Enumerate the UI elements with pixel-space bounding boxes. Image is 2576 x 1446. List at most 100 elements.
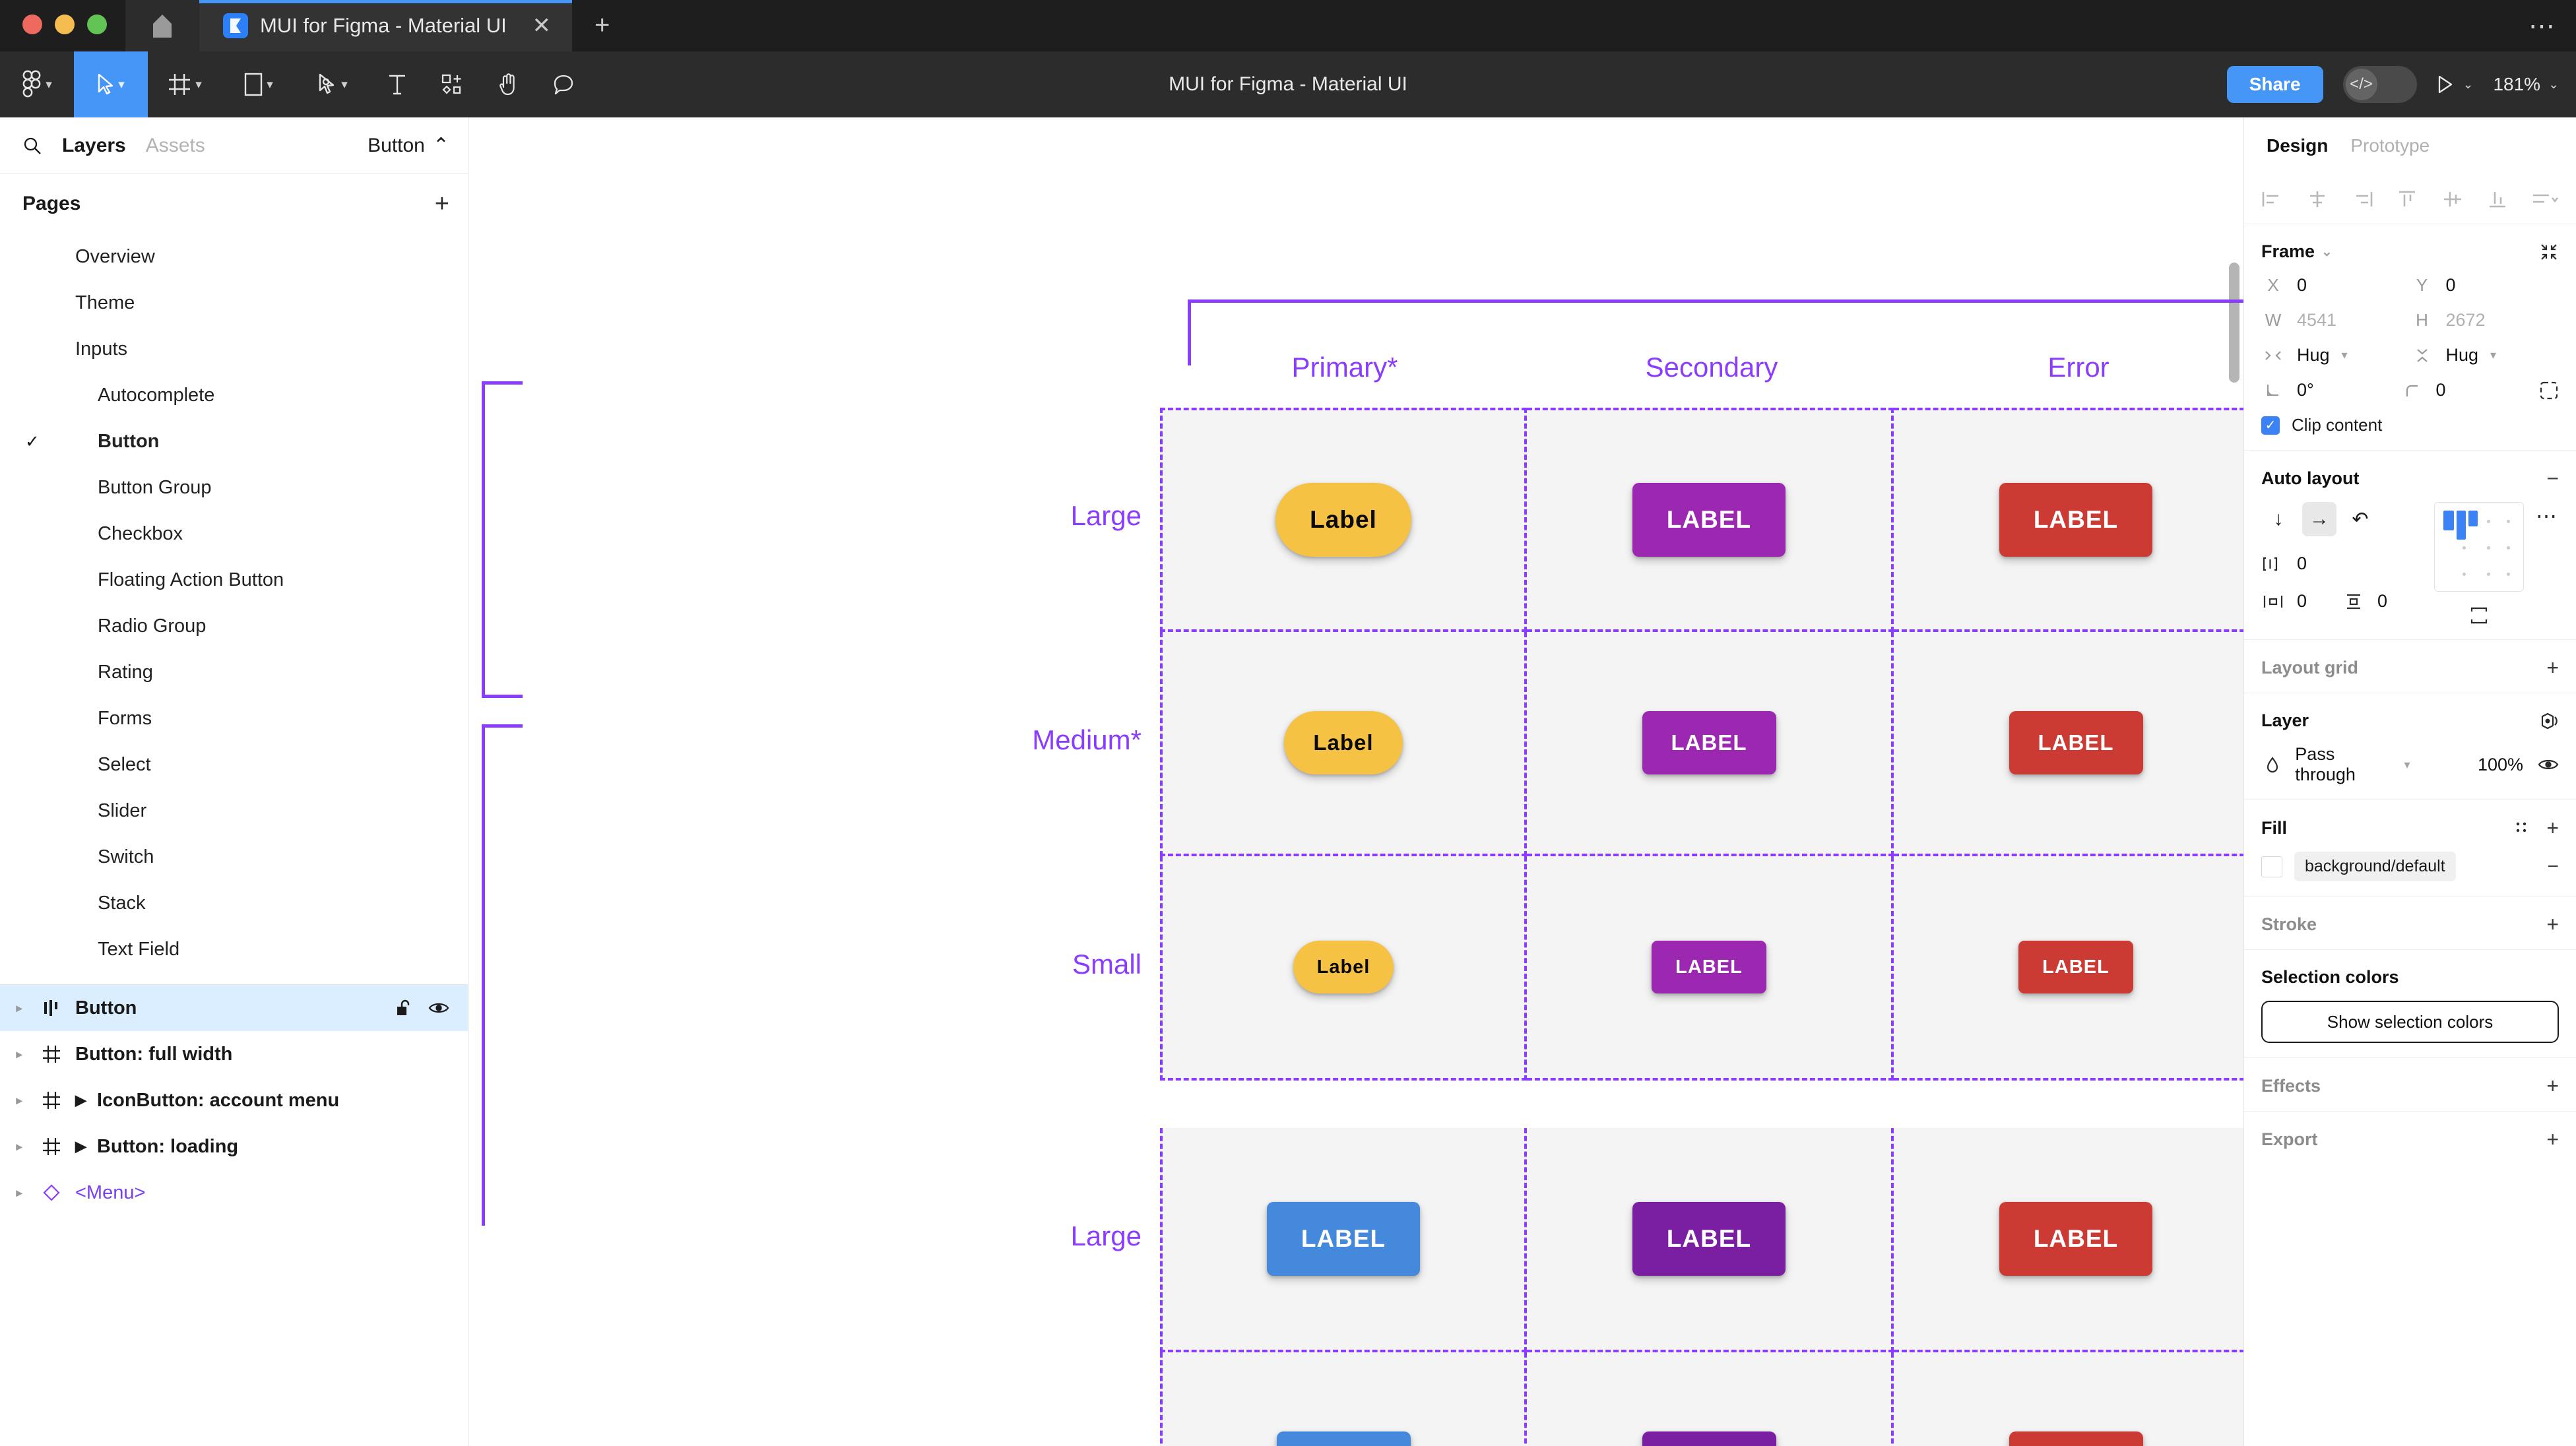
- minus-icon[interactable]: −: [2546, 466, 2559, 490]
- align-bottom-icon[interactable]: [2486, 189, 2509, 209]
- maximize-window-button[interactable]: [87, 15, 107, 34]
- material-button[interactable]: LABEL: [1642, 1431, 1776, 1446]
- tab-prototype[interactable]: Prototype: [2350, 135, 2430, 156]
- height-field[interactable]: H 2672: [2410, 310, 2560, 330]
- page-item-overview[interactable]: Overview: [0, 234, 468, 280]
- frame-tool[interactable]: ▾: [148, 51, 222, 117]
- page-item-text-field[interactable]: Text Field: [0, 926, 468, 972]
- show-selection-colors-button[interactable]: Show selection colors: [2261, 1001, 2559, 1043]
- page-item-select[interactable]: Select: [0, 741, 468, 788]
- layer-styles-icon[interactable]: [2539, 712, 2559, 730]
- tab-assets[interactable]: Assets: [145, 134, 205, 156]
- clip-content-checkbox[interactable]: ✓: [2261, 416, 2280, 435]
- individual-padding-icon[interactable]: [2469, 606, 2489, 625]
- horizontal-resizing-field[interactable]: Hug ▾: [2261, 345, 2410, 365]
- plus-icon[interactable]: +: [2546, 656, 2559, 679]
- unlock-icon[interactable]: [395, 999, 412, 1017]
- corner-radius-field[interactable]: 0: [2400, 380, 2540, 400]
- material-button[interactable]: LABEL: [1999, 483, 2153, 557]
- plus-icon[interactable]: +: [2546, 1074, 2559, 1098]
- layer-row[interactable]: ▸Button: full width: [0, 1031, 468, 1077]
- opacity-field[interactable]: 100%: [2410, 755, 2560, 775]
- close-window-button[interactable]: [22, 15, 42, 34]
- page-item-rating[interactable]: Rating: [0, 649, 468, 695]
- page-item-stack[interactable]: Stack: [0, 880, 468, 926]
- chevron-right-icon[interactable]: ▸: [16, 1093, 22, 1107]
- rotation-field[interactable]: 0°: [2261, 380, 2400, 400]
- page-item-radio-group[interactable]: Radio Group: [0, 603, 468, 649]
- material-button[interactable]: Label: [1284, 711, 1403, 774]
- browser-tab[interactable]: MUI for Figma - Material UI ✕: [199, 0, 572, 51]
- present-button[interactable]: ⌄: [2437, 75, 2473, 94]
- material-button[interactable]: Label: [1293, 941, 1394, 993]
- width-field[interactable]: W 4541: [2261, 310, 2410, 330]
- close-icon[interactable]: ✕: [532, 13, 552, 38]
- page-item-switch[interactable]: Switch: [0, 834, 468, 880]
- components-icon[interactable]: [425, 51, 480, 117]
- page-item-slider[interactable]: Slider: [0, 788, 468, 834]
- move-tool[interactable]: ▾: [74, 51, 148, 117]
- page-item-button[interactable]: ✓Button: [0, 418, 468, 464]
- plus-icon[interactable]: +: [595, 11, 610, 40]
- vertical-padding-field[interactable]: 0: [2342, 591, 2422, 612]
- page-item-floating-action-button[interactable]: Floating Action Button: [0, 557, 468, 603]
- chevron-down-icon[interactable]: ⌄: [2321, 245, 2333, 259]
- shape-tool[interactable]: ▾: [222, 51, 296, 117]
- fill-color-swatch[interactable]: [2261, 856, 2282, 877]
- share-button[interactable]: Share: [2226, 66, 2323, 103]
- home-icon[interactable]: [125, 0, 199, 51]
- material-button[interactable]: Label: [1275, 483, 1411, 557]
- layer-row[interactable]: ▸<Menu>: [0, 1170, 468, 1216]
- eye-icon[interactable]: [428, 1001, 449, 1015]
- expand-triangle-icon[interactable]: ▶: [75, 1092, 86, 1108]
- material-button[interactable]: LABEL: [1652, 941, 1766, 993]
- align-vertical-center-icon[interactable]: [2441, 189, 2464, 209]
- material-button[interactable]: LABEL: [1276, 1431, 1411, 1446]
- tab-layers[interactable]: Layers: [62, 134, 126, 156]
- align-left-icon[interactable]: [2261, 189, 2284, 209]
- tab-design[interactable]: Design: [2267, 135, 2329, 156]
- material-button[interactable]: LABEL: [1632, 483, 1786, 557]
- layer-row[interactable]: ▸Button: [0, 985, 468, 1031]
- material-button[interactable]: LABEL: [1999, 1202, 2153, 1276]
- hand-tool[interactable]: [480, 51, 536, 117]
- plus-icon[interactable]: +: [2546, 1127, 2559, 1151]
- material-button[interactable]: LABEL: [2009, 1431, 2143, 1446]
- page-item-forms[interactable]: Forms: [0, 695, 468, 741]
- gap-field[interactable]: 0: [2261, 553, 2422, 574]
- fill-token-label[interactable]: background/default: [2294, 852, 2456, 881]
- wrap-icon[interactable]: ↶: [2352, 508, 2369, 530]
- independent-corners-icon[interactable]: [2539, 381, 2559, 400]
- material-button[interactable]: LABEL: [2018, 941, 2133, 993]
- text-tool[interactable]: [370, 51, 425, 117]
- chevron-right-icon[interactable]: ▸: [16, 1047, 22, 1061]
- x-position-field[interactable]: X 0: [2261, 275, 2410, 296]
- page-item-inputs[interactable]: Inputs: [0, 326, 468, 372]
- eye-icon[interactable]: [2538, 757, 2559, 772]
- page-item-autocomplete[interactable]: Autocomplete: [0, 372, 468, 418]
- distribute-icon[interactable]: [2531, 189, 2559, 209]
- search-icon[interactable]: [22, 136, 42, 156]
- align-right-icon[interactable]: [2351, 189, 2373, 209]
- design-canvas[interactable]: Contained Primary*SecondaryErrorWarning …: [468, 117, 2243, 1446]
- chevron-right-icon[interactable]: ▸: [16, 1001, 22, 1015]
- material-button[interactable]: LABEL: [2009, 711, 2143, 774]
- canvas-vertical-scrollbar[interactable]: [2229, 263, 2239, 383]
- expand-triangle-icon[interactable]: ▶: [75, 1138, 86, 1154]
- page-item-checkbox[interactable]: Checkbox: [0, 511, 468, 557]
- minimize-window-button[interactable]: [55, 15, 75, 34]
- plus-icon[interactable]: +: [434, 190, 449, 218]
- plus-icon[interactable]: +: [2546, 816, 2559, 840]
- pen-tool[interactable]: ▾: [296, 51, 370, 117]
- y-position-field[interactable]: Y 0: [2410, 275, 2560, 296]
- material-button[interactable]: LABEL: [1266, 1202, 1421, 1276]
- current-page-selector[interactable]: Button ⌃: [368, 134, 449, 157]
- chevron-right-icon[interactable]: ▸: [16, 1139, 22, 1153]
- comment-tool[interactable]: [536, 51, 591, 117]
- page-item-button-group[interactable]: Button Group: [0, 464, 468, 511]
- arrow-right-icon[interactable]: →: [2302, 502, 2336, 536]
- collapse-icon[interactable]: [2539, 242, 2559, 262]
- zoom-control[interactable]: 181% ⌄: [2493, 74, 2559, 95]
- fill-styles-icon[interactable]: [2515, 821, 2529, 835]
- more-horizontal-icon[interactable]: ⋯: [2528, 12, 2556, 41]
